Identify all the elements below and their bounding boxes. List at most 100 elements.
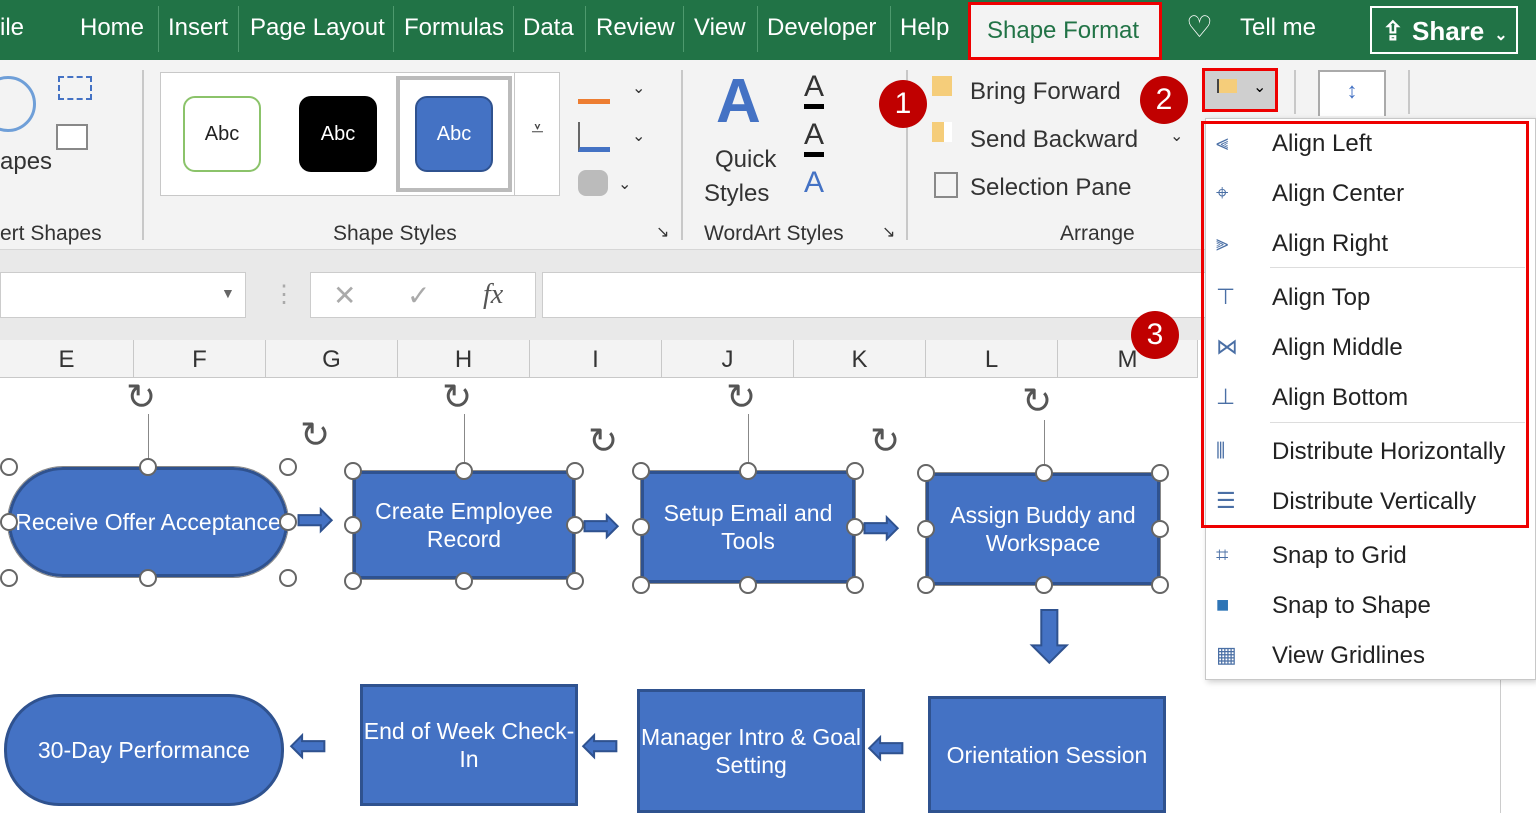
dialog-launcher-icon[interactable]: ↘ [656, 224, 670, 241]
name-box[interactable]: ▼ [0, 272, 246, 318]
menu-item-align-left[interactable]: ⫷Align Left [1216, 130, 1373, 157]
column-header-l[interactable]: L [926, 340, 1058, 378]
gridlines-icon: ▦ [1216, 642, 1237, 667]
tell-me-search[interactable]: Tell me [1240, 14, 1317, 41]
edit-shape-icon[interactable] [58, 76, 92, 100]
selection-pane-button[interactable]: Selection Pane [970, 174, 1132, 201]
step-badge-3: 3 [1131, 311, 1179, 359]
tab-data[interactable]: Data [523, 14, 574, 41]
left-arrow-shape[interactable]: ⬅ [289, 720, 328, 771]
column-header-g[interactable]: G [266, 340, 398, 378]
flow-shape-end-of-week[interactable]: End of Week Check-In [360, 684, 578, 806]
chevron-down-icon[interactable]: ⌄ [1170, 128, 1184, 145]
column-header-h[interactable]: H [398, 340, 530, 378]
tab-insert[interactable]: Insert [168, 14, 229, 41]
menu-item-snap-to-shape[interactable]: ■Snap to Shape [1216, 592, 1431, 619]
menu-item-snap-to-grid[interactable]: ⌗Snap to Grid [1216, 542, 1407, 569]
shape-fill-icon[interactable] [578, 76, 610, 104]
flow-shape-orientation[interactable]: Orientation Session [928, 696, 1166, 813]
quick-styles-icon[interactable]: A [716, 67, 761, 136]
group-label-insert-shapes: ert Shapes [0, 222, 102, 245]
share-button[interactable]: ⇪Share⌄ [1370, 6, 1518, 54]
right-arrow-shape[interactable]: ➡ [581, 500, 620, 551]
text-effects-icon[interactable]: A [804, 166, 825, 199]
menu-item-distribute-vertically[interactable]: ☰Distribute Vertically [1216, 488, 1477, 515]
shape-outline-icon[interactable] [578, 122, 610, 152]
text-outline-icon[interactable]: A [804, 118, 825, 157]
shapes-label[interactable]: apes [0, 148, 53, 175]
highlight-box [1201, 121, 1529, 528]
style-sample-black[interactable]: Abc [299, 96, 377, 172]
tab-developer[interactable]: Developer [767, 14, 877, 41]
rotate-handle-icon[interactable]: ↻ [870, 420, 901, 461]
text-box-icon[interactable] [56, 124, 88, 150]
rotate-size-icon[interactable]: ↕ [1318, 70, 1386, 116]
rotate-handle-icon[interactable]: ↻ [1022, 380, 1053, 421]
align-right-icon: ⫸ [1216, 230, 1229, 255]
chevron-down-icon: ⌄ [1494, 27, 1508, 44]
align-dropdown-button[interactable]: ⌄ [1202, 68, 1278, 112]
chevron-down-icon[interactable]: ⌄ [632, 80, 646, 97]
menu-item-align-bottom[interactable]: ⊥Align Bottom [1216, 384, 1409, 411]
scrollbar[interactable] [1500, 680, 1536, 813]
tab-review[interactable]: Review [596, 14, 675, 41]
menu-item-align-right[interactable]: ⫸Align Right [1216, 230, 1389, 257]
down-arrow-shape[interactable]: ⬇ [1019, 597, 1080, 677]
rotate-handle-icon[interactable]: ↻ [726, 376, 757, 417]
rotate-handle-icon[interactable]: ↻ [442, 376, 473, 417]
left-arrow-shape[interactable]: ⬅ [867, 722, 906, 773]
rotate-handle-icon[interactable]: ↻ [588, 420, 619, 461]
flow-shape-create-record[interactable]: Create Employee Record [352, 470, 576, 580]
enter-icon[interactable]: ✓ [407, 280, 431, 311]
selection-pane-icon [934, 172, 958, 198]
dialog-launcher-icon[interactable]: ↘ [882, 224, 896, 241]
column-header-e[interactable]: E [0, 340, 134, 378]
drag-handle-icon[interactable]: ⋮ [272, 281, 296, 308]
flow-shape-30-day[interactable]: 30-Day Performance [4, 694, 284, 806]
align-middle-icon: ⋈ [1216, 334, 1238, 359]
shape-effects-icon[interactable] [578, 170, 608, 196]
bring-forward-button[interactable]: Bring Forward [970, 78, 1121, 105]
quick-label[interactable]: Quick [715, 146, 777, 173]
tab-page-layout[interactable]: Page Layout [250, 14, 385, 41]
styles-label[interactable]: Styles [704, 180, 770, 207]
distribute-vertical-icon: ☰ [1216, 488, 1236, 513]
column-header-f[interactable]: F [134, 340, 266, 378]
menu-item-view-gridlines[interactable]: ▦View Gridlines [1216, 642, 1425, 669]
share-icon: ⇪ [1382, 16, 1404, 46]
column-header-i[interactable]: I [530, 340, 662, 378]
tab-help[interactable]: Help [900, 14, 950, 41]
menu-item-align-center[interactable]: ⌖Align Center [1216, 180, 1405, 207]
rotate-handle-icon[interactable]: ↻ [300, 414, 331, 455]
menu-item-distribute-horizontally[interactable]: ⫴Distribute Horizontally [1216, 438, 1506, 465]
style-sample-outline[interactable]: Abc [183, 96, 261, 172]
menu-item-align-top[interactable]: ⊤Align Top [1216, 284, 1371, 311]
column-header-m[interactable]: M [1058, 340, 1198, 378]
tab-view[interactable]: View [694, 14, 746, 41]
flow-shape-receive-offer[interactable]: Receive Offer Acceptance [7, 466, 289, 578]
flow-shape-setup-email[interactable]: Setup Email and Tools [640, 470, 856, 584]
gallery-more-icon[interactable]: ⩡ [514, 72, 560, 196]
rotate-handle-icon[interactable]: ↻ [126, 376, 157, 417]
style-sample-blue[interactable]: Abc [415, 96, 493, 172]
right-arrow-shape[interactable]: ➡ [295, 494, 334, 545]
tab-home[interactable]: Home [80, 14, 145, 41]
column-header-k[interactable]: K [794, 340, 926, 378]
send-backward-button[interactable]: Send Backward [970, 126, 1139, 153]
tab-shape-format[interactable]: Shape Format [968, 2, 1162, 60]
chevron-down-icon[interactable]: ⌄ [618, 176, 632, 193]
snap-shape-icon: ■ [1216, 592, 1230, 617]
chevron-down-icon[interactable]: ⌄ [632, 128, 646, 145]
insert-function-icon[interactable]: fx [483, 279, 504, 310]
flow-shape-manager-intro[interactable]: Manager Intro & Goal Setting [637, 689, 865, 813]
column-header-j[interactable]: J [662, 340, 794, 378]
flow-shape-assign-buddy[interactable]: Assign Buddy and Workspace [925, 472, 1161, 586]
menu-item-align-middle[interactable]: ⋈Align Middle [1216, 334, 1403, 361]
chevron-down-icon[interactable]: ▼ [221, 285, 235, 301]
right-arrow-shape[interactable]: ➡ [861, 502, 900, 553]
tab-formulas[interactable]: Formulas [404, 14, 505, 41]
left-arrow-shape[interactable]: ⬅ [581, 720, 620, 771]
text-fill-icon[interactable]: A [804, 70, 825, 109]
cancel-icon[interactable]: ✕ [333, 280, 357, 311]
tab-file[interactable]: ile [0, 14, 25, 41]
